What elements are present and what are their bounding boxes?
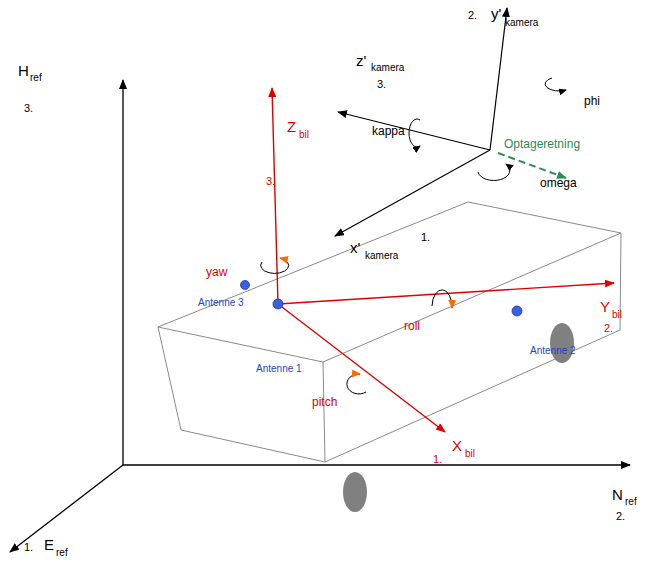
axis-name: X: [452, 438, 462, 453]
camera-rotation-arcs: [409, 78, 566, 180]
rotation-name: kappa: [372, 125, 405, 137]
axis-name: H: [18, 63, 29, 78]
axis-number: 3.: [266, 176, 275, 187]
axis-number: 2.: [604, 323, 613, 334]
axis-subscript: bil: [612, 310, 622, 320]
axis-name: x': [350, 240, 360, 255]
rotation-name: omega: [540, 177, 577, 189]
axis-number: 1.: [433, 454, 442, 465]
axis-name: N: [612, 487, 623, 502]
axis-number: 3.: [24, 103, 33, 114]
antenna-label: Antenne 2: [530, 346, 576, 356]
axis-name: y': [491, 6, 501, 21]
axis-name: E: [44, 537, 54, 552]
axis-subscript: kamera: [365, 251, 398, 261]
axis-number: 1.: [24, 542, 33, 553]
axis-subscript: ref: [56, 548, 68, 558]
axis-subscript: ref: [625, 497, 637, 507]
axis-number: 3.: [377, 79, 386, 90]
vehicle-axes: [272, 88, 614, 432]
rotation-name: yaw: [206, 266, 227, 278]
axis-name: Z: [287, 119, 296, 134]
axis-subscript: bil: [299, 130, 309, 140]
camera-axes: [335, 8, 507, 236]
antenna-label: Antenne 1: [256, 364, 302, 374]
antenna-dots: [241, 281, 523, 317]
rotation-name: roll: [404, 320, 420, 332]
axis-name: Y: [600, 299, 610, 314]
axis-subscript: bil: [465, 449, 475, 459]
reference-axes: [10, 80, 630, 552]
axis-subscript: kamera: [371, 63, 404, 73]
axis-number: 1.: [421, 232, 430, 243]
rotation-name: phi: [584, 95, 600, 107]
axis-number: 2.: [468, 10, 477, 21]
vehicle-box: [158, 202, 621, 462]
axis-subscript: ref: [30, 73, 42, 83]
antenna-label: Antenne 3: [198, 298, 244, 308]
axis-subscript: kamera: [505, 18, 538, 28]
direction-label: Optageretning: [504, 138, 580, 150]
axis-name: z': [356, 53, 366, 68]
axis-number: 2.: [616, 511, 625, 522]
rotation-name: pitch: [312, 396, 337, 408]
